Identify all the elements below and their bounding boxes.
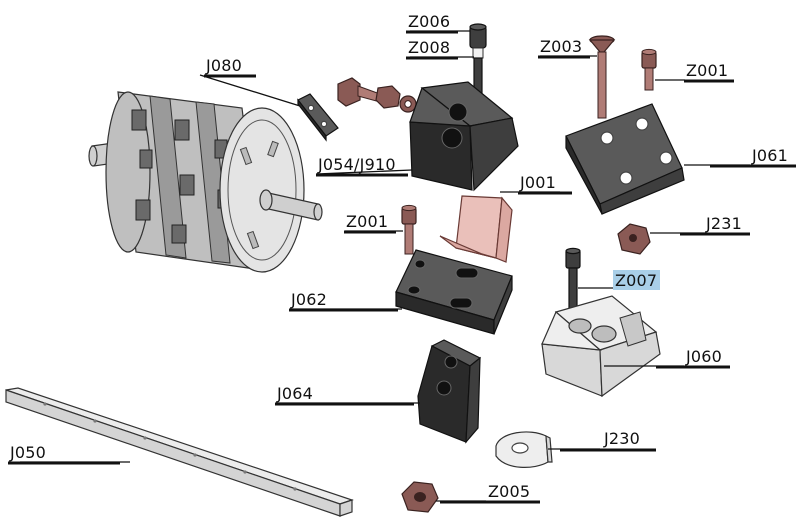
nut-j231 <box>617 223 651 255</box>
label-z007-highlight <box>613 270 660 290</box>
label-j062: J062 <box>290 290 327 309</box>
label-j060: J060 <box>685 347 722 366</box>
screw-z001-mid <box>401 204 417 255</box>
part-labels: Z006 Z008 Z003 Z001 J080 J054/J910 J061 … <box>8 12 796 504</box>
label-z001-mid: Z001 <box>346 212 388 231</box>
plate-j080 <box>297 93 339 142</box>
rail-j050 <box>5 387 354 517</box>
label-j001: J001 <box>519 173 556 192</box>
label-j061: J061 <box>751 146 788 165</box>
label-j230: J230 <box>603 429 640 448</box>
label-z005: Z005 <box>488 482 530 501</box>
hex-bolt-set <box>337 77 417 113</box>
label-j054-j910: J054/J910 <box>317 155 396 174</box>
screw-z003 <box>588 35 616 119</box>
label-z007: Z007 <box>615 271 657 290</box>
label-z008: Z008 <box>408 38 450 57</box>
label-j064: J064 <box>276 384 313 403</box>
label-j080: J080 <box>205 56 242 75</box>
label-j231: J231 <box>705 214 742 233</box>
block-j060 <box>541 295 661 398</box>
nut-z005 <box>401 481 439 513</box>
drum-assembly <box>88 91 323 273</box>
label-z006: Z006 <box>408 12 450 31</box>
screw-z007 <box>565 247 581 319</box>
plate-j062 <box>395 249 513 335</box>
wedge-j001 <box>439 195 513 263</box>
washer-j230 <box>495 431 553 468</box>
block-j064 <box>417 339 482 444</box>
block-j054 <box>409 81 519 192</box>
label-z003: Z003 <box>540 37 582 56</box>
label-z001-top: Z001 <box>686 61 728 80</box>
plate-j061 <box>565 103 685 215</box>
screw-z001-top <box>641 48 657 91</box>
label-j050: J050 <box>9 443 46 462</box>
